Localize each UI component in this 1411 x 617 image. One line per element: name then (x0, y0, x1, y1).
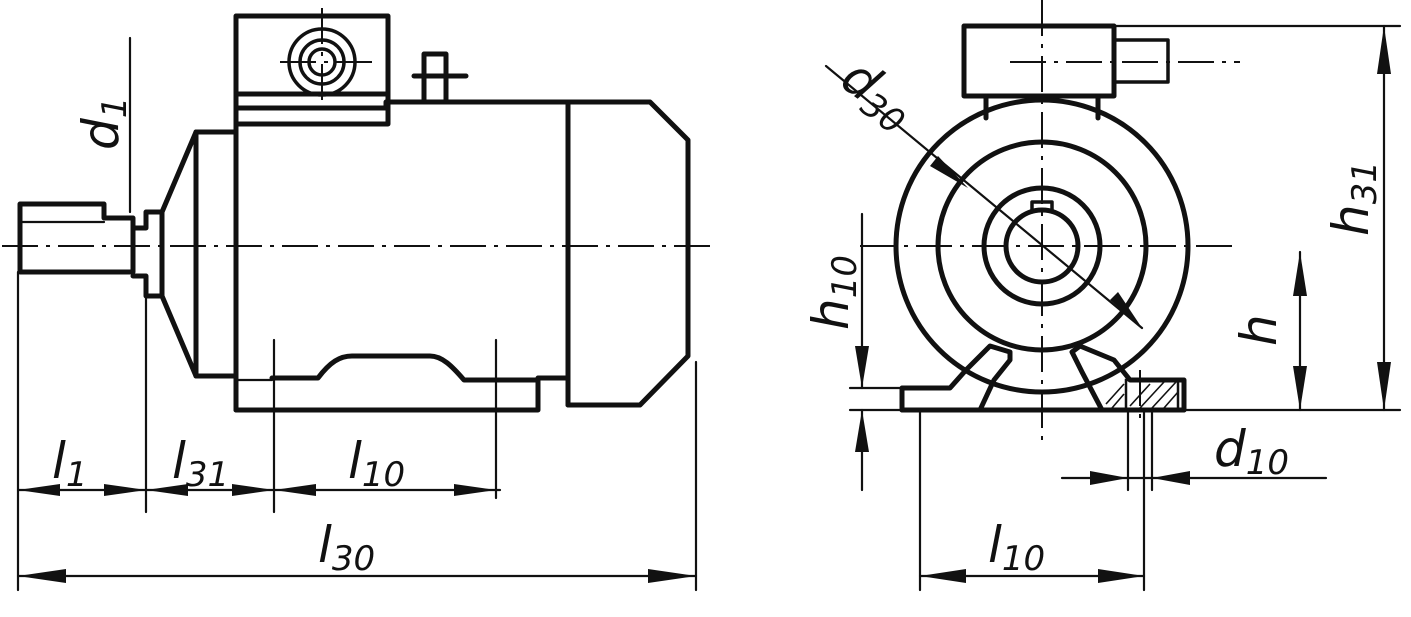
side-view: d1 l1 l31 l10 l30 (2, 8, 712, 592)
bolt-hole-hatch (1105, 378, 1180, 412)
label-l10-front: l10 (988, 516, 1045, 579)
label-d10: d10 (1214, 420, 1289, 483)
bearing-collar (130, 209, 165, 299)
vent-plug (411, 51, 469, 105)
terminal-box (233, 8, 391, 127)
side-dimension-l30 (16, 569, 698, 583)
dimension-h31 (1377, 24, 1391, 412)
shaft-end (17, 201, 136, 275)
front-view: d30 h10 h h31 d10 l10 (802, 0, 1402, 592)
label-d1: d1 (72, 97, 135, 150)
dimension-d10 (1060, 471, 1328, 485)
label-l10-side: l10 (348, 432, 405, 495)
label-l31: l31 (172, 432, 229, 495)
dimension-l10-front (918, 569, 1146, 583)
dimension-h (1293, 250, 1307, 412)
front-terminal-box (961, 23, 1240, 121)
label-h31: h31 (1322, 161, 1385, 236)
front-extension-lines (848, 24, 1402, 592)
label-l30: l30 (318, 516, 375, 579)
motor-housing (233, 99, 571, 413)
leader-d30 (824, 64, 1144, 330)
label-l1: l1 (52, 432, 88, 495)
label-h10: h10 (802, 255, 865, 330)
fan-cover (565, 99, 691, 408)
side-dimension-chain (16, 484, 502, 496)
label-h: h (1230, 314, 1288, 346)
side-extension-lines (16, 36, 698, 592)
label-d30: d30 (828, 47, 926, 142)
dimension-h10 (855, 212, 869, 492)
front-end-shield (159, 129, 239, 379)
